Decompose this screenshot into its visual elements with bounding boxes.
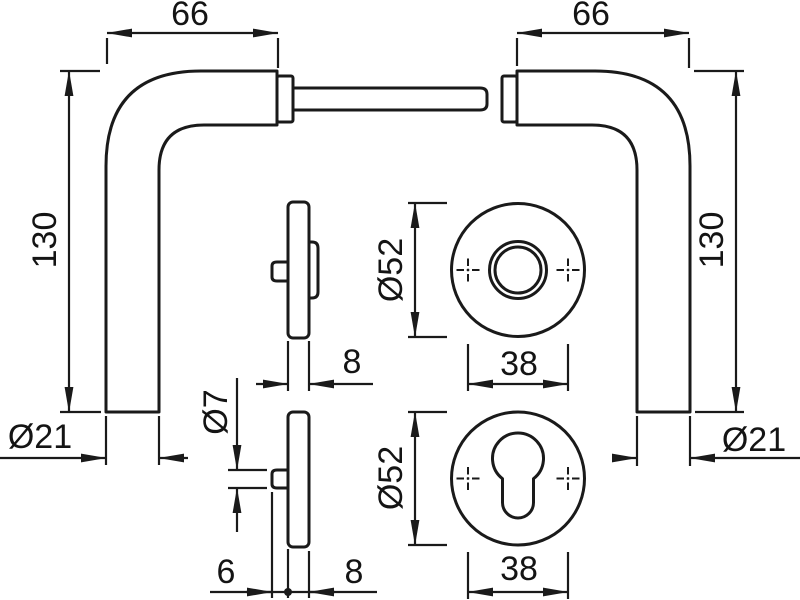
dim-label-screw-spacing-bottom: 38 <box>500 550 538 588</box>
dimension-66-right: 66 <box>515 0 691 68</box>
rosette-bottom-body <box>286 410 311 549</box>
center-mark <box>456 467 480 490</box>
dim-label-tube-left: Ø21 <box>8 418 72 456</box>
rosette-bottom-front-view <box>450 410 586 547</box>
dim-label-height-right: 130 <box>693 212 731 269</box>
dimension-6-and-8-bottom: 6 8 <box>210 492 377 598</box>
dimension-130-left: 130 <box>26 69 101 414</box>
rosette-top-collar-bump <box>307 240 320 300</box>
dim-label-rosette-top-thickness: 8 <box>343 343 362 381</box>
dimension-boundary-dot <box>284 588 292 596</box>
dim-label-height-left: 130 <box>26 212 64 269</box>
dim-label-grip-left: 66 <box>171 0 209 33</box>
dimension-diameter21-right: Ø21 <box>612 416 800 466</box>
handle-right <box>500 69 692 414</box>
center-mark <box>556 467 580 490</box>
rosette-top-side-view <box>270 200 320 340</box>
center-mark <box>556 258 580 282</box>
rosette-top-collar-ring <box>488 240 548 300</box>
rosette-bottom-outer-circle <box>450 410 586 547</box>
dim-label-rosette-bottom-diameter: Ø52 <box>372 446 410 510</box>
dim-label-tube-right: Ø21 <box>722 421 786 459</box>
dimension-66-left: 66 <box>105 0 280 68</box>
handle-left <box>104 69 295 414</box>
dimension-38-bottom: 38 <box>466 550 570 599</box>
rosette-top-outer-circle <box>450 202 586 338</box>
rosette-top-body <box>286 200 311 340</box>
handle-left-grip-outline <box>104 69 279 414</box>
rosette-top-handle-bore <box>493 245 543 295</box>
rosette-top-spindle-nub <box>270 260 290 283</box>
dimension-130-right: 130 <box>693 69 744 414</box>
euro-profile-keyhole <box>491 431 545 520</box>
dim-label-screw-spacing-top: 38 <box>500 345 538 383</box>
spindle <box>291 86 489 112</box>
rosette-bottom-side-view <box>270 410 311 549</box>
dimension-diameter52-top: Ø52 <box>372 201 447 339</box>
rosette-top-front-view <box>450 202 586 338</box>
dimension-diameter52-bottom: Ø52 <box>372 410 447 547</box>
handle-right-grip-outline <box>515 69 692 414</box>
dimension-diameter21-left: Ø21 <box>0 416 188 465</box>
dim-label-nub-protrusion: 6 <box>217 553 236 591</box>
center-mark <box>456 258 480 282</box>
dimension-8-top: 8 <box>256 341 373 391</box>
handle-left-neck <box>275 74 295 124</box>
dim-label-rosette-top-diameter: Ø52 <box>372 238 410 302</box>
dim-label-rosette-bottom-thickness: 8 <box>345 553 364 591</box>
dim-label-nub-diameter: Ø7 <box>197 389 235 434</box>
dimension-diameter7: Ø7 <box>197 378 267 532</box>
dimension-38-top: 38 <box>466 344 570 391</box>
rosette-bottom-spindle-nub <box>270 468 290 490</box>
dim-label-grip-right: 66 <box>572 0 610 33</box>
handle-right-neck <box>500 74 519 124</box>
